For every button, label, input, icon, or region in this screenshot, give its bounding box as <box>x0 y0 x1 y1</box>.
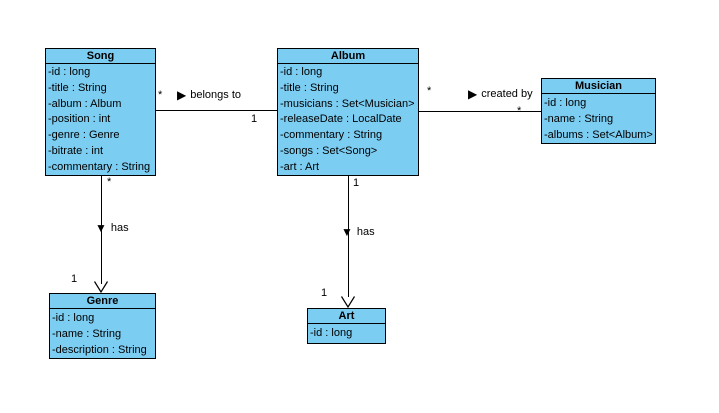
class-name: Musician <box>542 79 655 94</box>
association-label-created-by[interactable]: ▶ created by <box>468 88 533 100</box>
attribute: -genre : Genre <box>48 129 120 142</box>
attribute: -commentary : String <box>280 129 383 142</box>
direction-arrow-down-icon: ▼ <box>95 221 107 235</box>
open-arrowhead-icon <box>93 281 109 293</box>
class-box-song[interactable]: Song -id : long -title : String -album :… <box>45 48 156 176</box>
attribute: -commentary : String <box>48 160 151 173</box>
association-line-created-by[interactable] <box>419 111 541 112</box>
attribute-compartment: -id : long -title : String -musicians : … <box>278 64 418 176</box>
class-box-album[interactable]: Album -id : long -title : String -musici… <box>277 48 419 176</box>
attribute-compartment: -id : long -title : String -album : Albu… <box>46 64 155 176</box>
association-label-album-has-art[interactable]: ▼ has <box>341 226 375 238</box>
attribute: -id : long <box>544 97 587 109</box>
association-label-song-has-genre[interactable]: ▼ has <box>95 222 129 234</box>
attribute-compartment: -id : long -name : String -albums : Set<… <box>542 94 655 144</box>
multiplicity-source: * <box>107 176 112 188</box>
attribute-compartment: -id : long -name : String -description :… <box>50 309 155 359</box>
attribute: -name : String <box>544 113 614 126</box>
attribute: -albums : Set<Album> <box>544 129 653 142</box>
multiplicity-target: 1 <box>71 273 78 285</box>
attribute: -description : String <box>52 344 147 357</box>
class-name: Album <box>278 49 418 64</box>
class-box-art[interactable]: Art -id : long <box>307 308 386 344</box>
association-label-text: belongs to <box>190 89 241 101</box>
attribute: -id : long <box>52 312 95 324</box>
attribute: -album : Album <box>48 97 122 110</box>
multiplicity-target: 1 <box>251 113 258 125</box>
association-label-text: has <box>356 226 375 238</box>
association-label-text: created by <box>481 88 533 100</box>
attribute: -bitrate : int <box>48 144 104 157</box>
attribute: -title : String <box>280 81 339 94</box>
attribute: -releaseDate : LocalDate <box>280 113 402 126</box>
association-label-text: has <box>110 222 129 234</box>
direction-arrow-right-icon: ▶ <box>468 87 478 101</box>
association-line-belongs-to[interactable] <box>156 110 277 111</box>
association-line-song-has-genre[interactable] <box>101 176 102 284</box>
class-box-genre[interactable]: Genre -id : long -name : String -descrip… <box>49 293 156 359</box>
direction-arrow-down-icon: ▼ <box>341 225 353 239</box>
attribute: -position : int <box>48 113 111 126</box>
attribute: -title : String <box>48 81 107 94</box>
class-name: Genre <box>50 294 155 309</box>
class-name: Song <box>46 49 155 64</box>
class-box-musician[interactable]: Musician -id : long -name : String -albu… <box>541 78 656 144</box>
attribute: -songs : Set<Song> <box>280 144 378 157</box>
multiplicity-source: * <box>427 85 432 97</box>
attribute: -id : long <box>310 327 353 339</box>
multiplicity-source: 1 <box>353 177 360 189</box>
attribute: -art : Art <box>280 160 320 173</box>
direction-arrow-right-icon: ▶ <box>177 88 187 102</box>
association-line-album-has-art[interactable] <box>348 176 349 297</box>
attribute: -musicians : Set<Musician> <box>280 97 415 110</box>
class-name: Art <box>308 309 385 324</box>
open-arrowhead-icon <box>340 296 356 308</box>
attribute: -name : String <box>52 328 122 341</box>
attribute-compartment: -id : long <box>308 324 385 342</box>
association-label-belongs-to[interactable]: ▶ belongs to <box>177 89 241 101</box>
attribute: -id : long <box>280 66 323 78</box>
attribute: -id : long <box>48 66 91 78</box>
multiplicity-source: * <box>158 89 163 101</box>
multiplicity-target: 1 <box>321 287 328 299</box>
multiplicity-target: * <box>517 105 522 117</box>
